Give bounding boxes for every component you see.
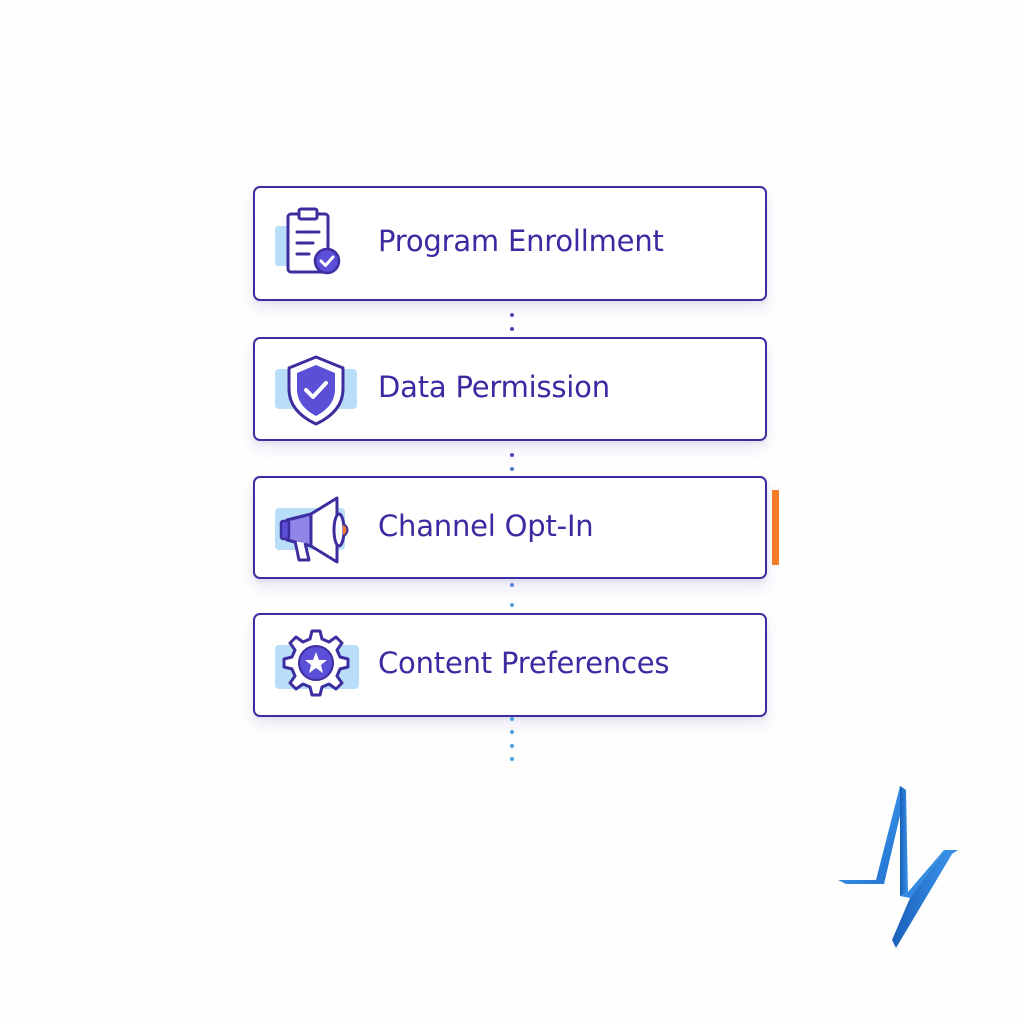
step-connector xyxy=(510,579,514,613)
step-label-data-permission: Data Permission xyxy=(378,370,610,404)
shield-check-icon xyxy=(273,351,359,431)
bolt-logo-icon xyxy=(834,780,964,950)
step-label-content-preferences: Content Preferences xyxy=(378,646,670,680)
step-card-channel-opt-in[interactable]: Channel Opt-In xyxy=(253,476,779,579)
active-step-marker xyxy=(772,490,779,565)
step-card-content-preferences[interactable]: Content Preferences xyxy=(253,613,767,717)
step-connector xyxy=(510,301,514,337)
step-card-program-enrollment[interactable]: Program Enrollment xyxy=(253,186,767,301)
trailing-connector xyxy=(510,717,514,767)
gear-star-icon xyxy=(273,627,359,707)
step-label-program-enrollment: Program Enrollment xyxy=(378,224,664,258)
step-label-channel-opt-in: Channel Opt-In xyxy=(378,509,594,543)
megaphone-icon xyxy=(273,490,359,570)
step-card-data-permission[interactable]: Data Permission xyxy=(253,337,767,441)
clipboard-check-icon xyxy=(273,206,359,286)
step-connector xyxy=(510,441,514,476)
